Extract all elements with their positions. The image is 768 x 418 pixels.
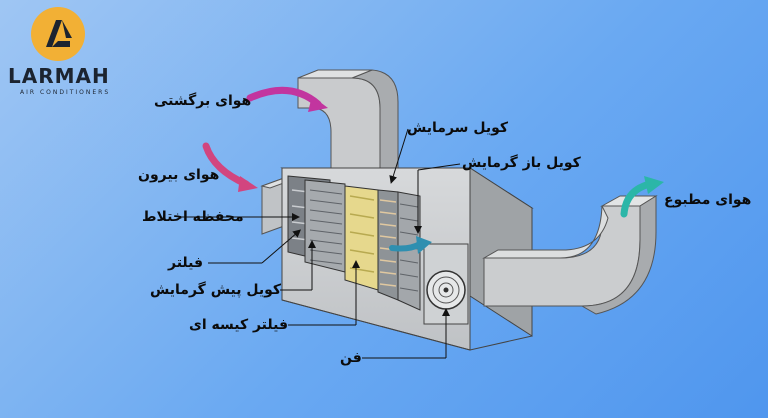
label-outside-air: هوای بیرون xyxy=(138,167,220,183)
label-reheat-coil: کویل باز گرمایش xyxy=(462,155,581,171)
label-cooling-coil: کویل سرمایش xyxy=(407,120,508,136)
bag-filter xyxy=(344,185,379,291)
label-mixing-chamber: محفظه اختلاط xyxy=(142,209,244,225)
brand-logo: LARMAH AIR CONDITIONERS xyxy=(0,0,120,110)
label-filter: فیلتر xyxy=(168,255,204,271)
logo-circle xyxy=(31,7,85,61)
label-bag-filter: فیلتر کیسه ای xyxy=(189,317,288,333)
logo-mark xyxy=(31,7,85,61)
ahu-internals xyxy=(287,175,421,311)
label-return-air: هوای برگشتی xyxy=(154,93,252,109)
brand-name: LARMAH xyxy=(8,64,110,88)
label-supply-air: هوای مطبوع xyxy=(664,192,752,208)
return-air-duct xyxy=(297,69,399,179)
brand-subtitle: AIR CONDITIONERS xyxy=(20,89,111,96)
reheat-coil xyxy=(397,191,421,311)
label-preheat-coil: کویل پیش گرمایش xyxy=(150,282,282,298)
leader-lines xyxy=(182,128,461,359)
label-fan: فن xyxy=(340,350,362,366)
